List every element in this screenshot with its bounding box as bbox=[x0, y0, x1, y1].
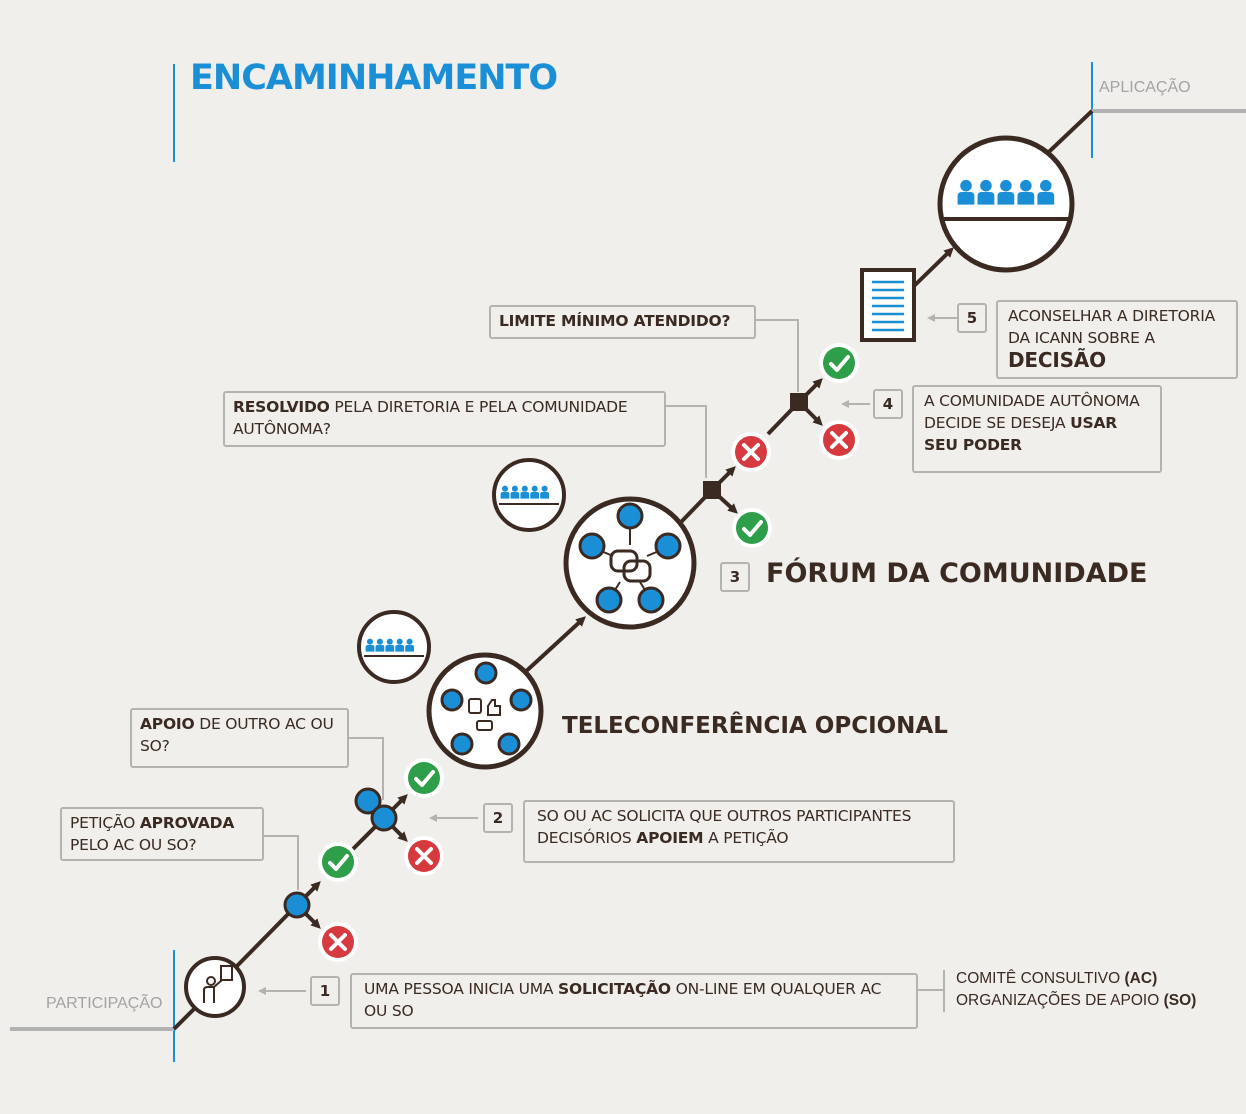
support-approved-check-icon bbox=[402, 756, 446, 800]
application-label: APLICAÇÃO bbox=[1099, 79, 1191, 96]
step-4-description: A COMUNIDADE AUTÔNOMA DECIDE SE DESEJA U… bbox=[912, 385, 1162, 473]
step-2-description: SO OU AC SOLICITA QUE OUTROS PARTICIPANT… bbox=[523, 800, 955, 863]
step-2-number: 2 bbox=[483, 803, 513, 833]
text-segment: SO OU AC SOLICITA QUE OUTROS PARTICIPANT… bbox=[537, 807, 912, 847]
text-segment: ACONSELHAR A DIRETORIA DA ICANN SOBRE A bbox=[1008, 307, 1215, 347]
text-segment: APOIO bbox=[140, 715, 195, 733]
resolved-decision-node bbox=[703, 481, 721, 499]
text-segment: PELA DIRETORIA E PELA COMUNIDADE AUTÔNOM… bbox=[233, 398, 628, 438]
support-decision-node bbox=[370, 804, 398, 832]
text-segment: LIMITE MÍNIMO ATENDIDO? bbox=[499, 312, 731, 330]
text-segment: ON-LINE EM QUALQUER AC OU SO bbox=[364, 980, 882, 1020]
petition-question-box: PETIÇÃO APROVADA PELO AC OU SO? bbox=[60, 807, 264, 861]
text-segment: DE OUTRO AC OU SO? bbox=[140, 715, 334, 755]
support-question-box: APOIO DE OUTRO AC OU SO? bbox=[130, 708, 349, 768]
connectors bbox=[262, 317, 957, 1012]
threshold-question-box: LIMITE MÍNIMO ATENDIDO? bbox=[489, 305, 756, 339]
resolved-check-icon bbox=[730, 506, 774, 550]
step-3-number: 3 bbox=[720, 562, 750, 592]
petition-rejected-cross-icon bbox=[316, 920, 360, 964]
text-segment: COMITÊ CONSULTIVO bbox=[956, 970, 1125, 987]
text-segment: PELO AC OU SO? bbox=[70, 836, 197, 854]
legend-ac: COMITÊ CONSULTIVO (AC) bbox=[956, 968, 1196, 990]
teleconference-icon bbox=[426, 652, 544, 770]
text-segment: APOIEM bbox=[636, 829, 704, 847]
connector-arrowheads bbox=[258, 314, 935, 995]
support-rejected-cross-icon bbox=[402, 834, 446, 878]
text-segment: DECISÃO bbox=[1008, 348, 1106, 372]
threshold-decision-node bbox=[790, 393, 808, 411]
petition-approved-check-icon bbox=[316, 840, 360, 884]
participation-label: PARTICIPAÇÃO bbox=[46, 995, 163, 1012]
participant-person-icon bbox=[184, 956, 246, 1018]
page-title: ENCAMINHAMENTO bbox=[190, 58, 558, 98]
threshold-not-met-cross-icon bbox=[817, 418, 861, 462]
text-segment: (AC) bbox=[1124, 970, 1158, 987]
step-4-number: 4 bbox=[873, 389, 903, 419]
legend-so: ORGANIZAÇÕES DE APOIO (SO) bbox=[956, 990, 1196, 1012]
resolved-question-box: RESOLVIDO PELA DIRETORIA E PELA COMUNIDA… bbox=[223, 391, 666, 447]
teleconference-audience-icon bbox=[357, 610, 431, 684]
start-marker bbox=[10, 950, 175, 1062]
text-segment: ORGANIZAÇÕES DE APOIO bbox=[956, 992, 1164, 1009]
petition-decision-node bbox=[283, 891, 311, 919]
end-marker bbox=[1091, 62, 1246, 158]
text-segment: RESOLVIDO bbox=[233, 398, 330, 416]
threshold-met-check-icon bbox=[817, 341, 861, 385]
text-segment: APROVADA bbox=[139, 814, 235, 832]
step-5-number: 5 bbox=[957, 303, 987, 333]
community-forum-label: FÓRUM DA COMUNIDADE bbox=[766, 558, 1148, 589]
text-segment: UMA PESSOA INICIA UMA bbox=[364, 980, 559, 998]
community-forum-icon bbox=[563, 496, 697, 630]
step-5-description: ACONSELHAR A DIRETORIA DA ICANN SOBRE A … bbox=[996, 300, 1238, 379]
text-segment: USAR SEU PODER bbox=[924, 414, 1118, 454]
legend: COMITÊ CONSULTIVO (AC) ORGANIZAÇÕES DE A… bbox=[956, 968, 1196, 1012]
document-icon bbox=[860, 268, 916, 342]
optional-teleconference-label: TELECONFERÊNCIA OPCIONAL bbox=[562, 713, 948, 739]
text-segment: A COMUNIDADE AUTÔNOMA DECIDE SE DESEJA bbox=[924, 392, 1140, 432]
forum-audience-icon bbox=[492, 458, 566, 532]
step-1-number: 1 bbox=[310, 976, 340, 1006]
resolved-cross-icon bbox=[729, 430, 773, 474]
text-segment: (SO) bbox=[1163, 992, 1197, 1009]
board-audience-icon bbox=[937, 135, 1075, 273]
step-1-description: UMA PESSOA INICIA UMA SOLICITAÇÃO ON-LIN… bbox=[350, 973, 918, 1029]
support-node-a bbox=[354, 787, 382, 815]
text-segment: PETIÇÃO bbox=[70, 814, 140, 832]
text-segment: SOLICITAÇÃO bbox=[558, 980, 671, 998]
text-segment: A PETIÇÃO bbox=[703, 829, 789, 847]
